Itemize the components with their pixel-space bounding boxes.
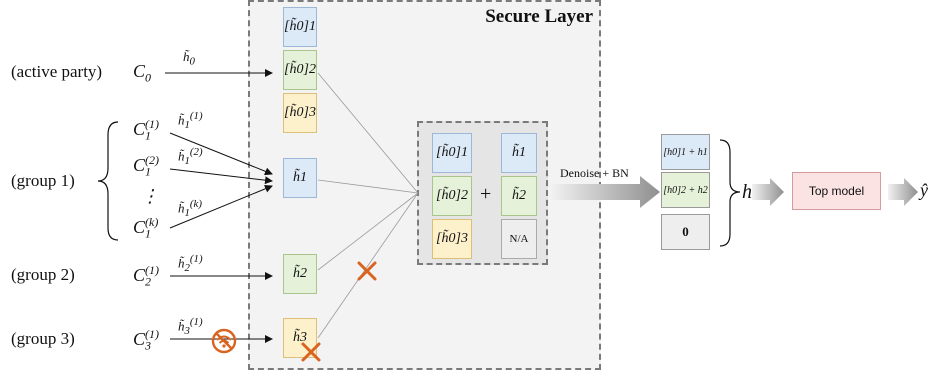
msg-h1-k: h̃1(k) xyxy=(178,198,202,219)
cross-mark-icon xyxy=(356,260,378,282)
agg-left-2: [h̃0]2 xyxy=(432,176,472,216)
output-cell-2: [h0]2 + h2 xyxy=(661,172,710,208)
active-cell-1: [h̃0]1 xyxy=(283,7,317,47)
msg-h3: h̃3(1) xyxy=(178,316,203,337)
agg-left-1: [h̃0]1 xyxy=(432,133,472,173)
h-label: h xyxy=(742,181,752,203)
client-c1-1: C1(1) xyxy=(133,117,160,143)
msg-h0: h̃0 xyxy=(183,49,195,68)
plus-sign: + xyxy=(480,183,492,205)
party-label-group3: (group 3) xyxy=(11,329,75,348)
y-hat-label: ŷ xyxy=(920,180,928,200)
active-cell-3: [h̃0]3 xyxy=(283,93,317,133)
group2-cell: h̃2 xyxy=(283,254,317,294)
process-label: Denoise + BN xyxy=(560,166,629,180)
cross-mark-icon-2 xyxy=(300,341,322,363)
msg-h1-2: h̃1(2) xyxy=(178,146,203,167)
client-c1-2: C1(2) xyxy=(133,153,160,179)
output-cell-1: [h0]1 + h1 xyxy=(661,134,710,170)
secure-layer-title: Secure Layer xyxy=(485,6,593,27)
group1-cell: h̃1 xyxy=(283,158,317,198)
agg-right-2: h̃2 xyxy=(501,176,537,216)
agg-right-1: h̃1 xyxy=(501,133,537,173)
party-label-active: (active party) xyxy=(11,62,103,81)
client-c2: C2(1) xyxy=(133,263,160,289)
party-label-group1: (group 1) xyxy=(11,171,75,190)
top-model-box: Top model xyxy=(792,172,881,210)
client-c1-k: C1(k) xyxy=(133,215,159,241)
msg-h1-1: h̃1(1) xyxy=(178,110,203,131)
client-c0: C0 xyxy=(133,61,152,85)
output-cell-3: 0 xyxy=(661,214,710,250)
msg-h2: h̃2(1) xyxy=(178,253,203,274)
vertical-dots: ⋮ xyxy=(141,186,159,206)
client-c3: C3(1) xyxy=(133,327,160,353)
no-wifi-icon xyxy=(211,328,237,354)
agg-left-3: [h̃0]3 xyxy=(432,219,472,259)
active-cell-2: [h̃0]2 xyxy=(283,50,317,90)
agg-right-3: N/A xyxy=(501,219,537,259)
party-label-group2: (group 2) xyxy=(11,265,75,284)
